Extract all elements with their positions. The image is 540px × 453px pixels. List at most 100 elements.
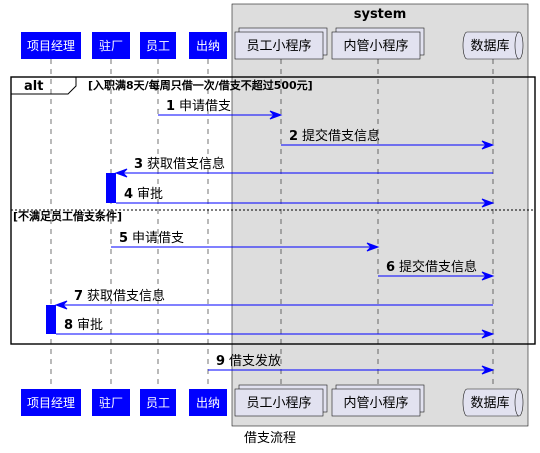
message-number: 4 <box>124 187 133 202</box>
participant-employee-top: 员工 <box>140 32 176 59</box>
message-label: 8 审批 <box>64 318 103 333</box>
participant-label: 驻厂 <box>99 395 123 410</box>
alt-frame: alt [入职满8天/每周只借一次/借支不超过500元] [不满足员工借支条件] <box>10 76 536 345</box>
participant-label: 驻厂 <box>99 38 123 53</box>
participant-box <box>140 389 176 416</box>
message-5: 5 申请借支 <box>111 231 380 252</box>
participant-pm-bottom: 项目经理 <box>21 389 81 416</box>
participant-label: 内管小程序 <box>343 38 408 54</box>
message-number: 2 <box>289 129 298 144</box>
message-arrowhead <box>481 365 495 375</box>
participant-box <box>21 32 81 59</box>
participant-box <box>331 31 421 60</box>
participant-db-top: 数据库 <box>462 31 524 60</box>
participant-label: 员工小程序 <box>246 396 311 411</box>
participant-label: 数据库 <box>470 38 509 54</box>
message-number: 8 <box>64 318 73 333</box>
participant-onsite-bottom: 驻厂 <box>92 389 130 416</box>
message-text: 审批 <box>77 318 103 333</box>
message-arrowhead <box>481 271 495 281</box>
database-icon-edge <box>514 388 520 417</box>
message-arrowhead <box>366 242 380 252</box>
message-arrowhead <box>481 140 495 150</box>
activation-onsite <box>106 173 116 203</box>
participant-box <box>189 389 227 416</box>
diagram-caption: 借支流程 <box>244 431 296 446</box>
message-text: 审批 <box>137 187 163 202</box>
message-7: 7 获取借支信息 <box>54 288 493 310</box>
message-text: 获取借支信息 <box>87 288 165 304</box>
message-number: 9 <box>216 354 225 369</box>
activation-bars <box>46 173 116 334</box>
participant-emp_app-bottom: 员工小程序 <box>234 384 328 417</box>
participants-bottom: 项目经理 驻厂 员工 出纳 员工小程序 内管小程序 数据库 <box>21 384 524 417</box>
participants-top: 项目经理 驻厂 员工 出纳 员工小程序 内管小程序 数据库 <box>21 27 524 60</box>
message-number: 1 <box>166 99 175 114</box>
alt-guard-1: [入职满8天/每周只借一次/借支不超过500元] <box>88 78 313 92</box>
participant-label: 员工 <box>146 39 170 53</box>
message-label: 6 提交借支信息 <box>386 259 477 275</box>
message-number: 6 <box>386 260 395 275</box>
participant-db-bottom: 数据库 <box>462 388 524 417</box>
message-arrowhead <box>481 329 495 339</box>
message-text: 获取借支信息 <box>147 156 225 172</box>
participant-label: 内管小程序 <box>343 395 408 411</box>
participant-label: 员工 <box>146 396 170 410</box>
participant-box <box>234 31 324 60</box>
participant-onsite-top: 驻厂 <box>92 32 130 59</box>
participant-box <box>140 32 176 59</box>
message-9: 9 借支发放 <box>208 353 495 375</box>
participant-mgr_app-bottom: 内管小程序 <box>331 384 425 417</box>
message-text: 提交借支信息 <box>399 259 477 275</box>
message-6: 6 提交借支信息 <box>378 259 495 281</box>
message-text: 申请借支 <box>179 99 231 114</box>
message-arrowhead <box>481 198 495 208</box>
message-number: 3 <box>134 157 143 172</box>
activation-pm <box>46 305 56 334</box>
message-1: 1 申请借支 <box>158 99 283 120</box>
message-label: 9 借支发放 <box>216 353 281 369</box>
message-8: 8 审批 <box>56 318 495 339</box>
participant-label: 员工小程序 <box>246 39 311 54</box>
participant-box <box>92 32 130 59</box>
message-label: 5 申请借支 <box>119 231 184 246</box>
participant-box <box>21 389 81 416</box>
participant-cashier-bottom: 出纳 <box>189 389 227 416</box>
participant-label: 数据库 <box>470 395 509 411</box>
message-arrowhead <box>114 168 128 178</box>
participant-label: 出纳 <box>196 396 220 410</box>
message-label: 2 提交借支信息 <box>289 128 380 144</box>
message-4: 4 审批 <box>116 187 495 208</box>
participant-box <box>234 388 324 417</box>
participant-box <box>92 389 130 416</box>
message-3: 3 获取借支信息 <box>114 156 493 178</box>
system-box <box>231 3 529 427</box>
participant-employee-bottom: 员工 <box>140 389 176 416</box>
participant-cashier-top: 出纳 <box>189 32 227 59</box>
message-label: 3 获取借支信息 <box>134 156 225 172</box>
message-2: 2 提交借支信息 <box>281 128 495 150</box>
participant-mgr_app-top: 内管小程序 <box>331 27 425 60</box>
message-text: 提交借支信息 <box>302 128 380 144</box>
message-number: 7 <box>74 289 83 304</box>
participant-pm-top: 项目经理 <box>21 32 81 59</box>
participant-emp_app-top: 员工小程序 <box>234 27 328 60</box>
alt-frame-label: alt <box>24 79 43 94</box>
messages: 1 申请借支 2 提交借支信息 3 获取借支信息 4 审批 5 申请借支 6 提交借支信息 7 获取借支信… <box>54 99 495 375</box>
system-box-title: system <box>354 7 407 22</box>
message-number: 5 <box>119 231 128 246</box>
participant-label: 出纳 <box>196 39 220 53</box>
message-text: 申请借支 <box>132 231 184 246</box>
participant-label: 项目经理 <box>27 39 75 53</box>
message-text: 借支发放 <box>229 353 281 369</box>
alt-guard-2: [不满足员工借支条件] <box>13 209 122 223</box>
message-label: 1 申请借支 <box>166 99 231 114</box>
message-label: 4 审批 <box>124 187 163 202</box>
message-label: 7 获取借支信息 <box>74 288 165 304</box>
alt-frame-tab <box>11 77 77 95</box>
participant-label: 项目经理 <box>27 396 75 410</box>
message-arrowhead <box>269 110 283 120</box>
message-arrowhead <box>54 300 68 310</box>
participant-box <box>331 388 421 417</box>
